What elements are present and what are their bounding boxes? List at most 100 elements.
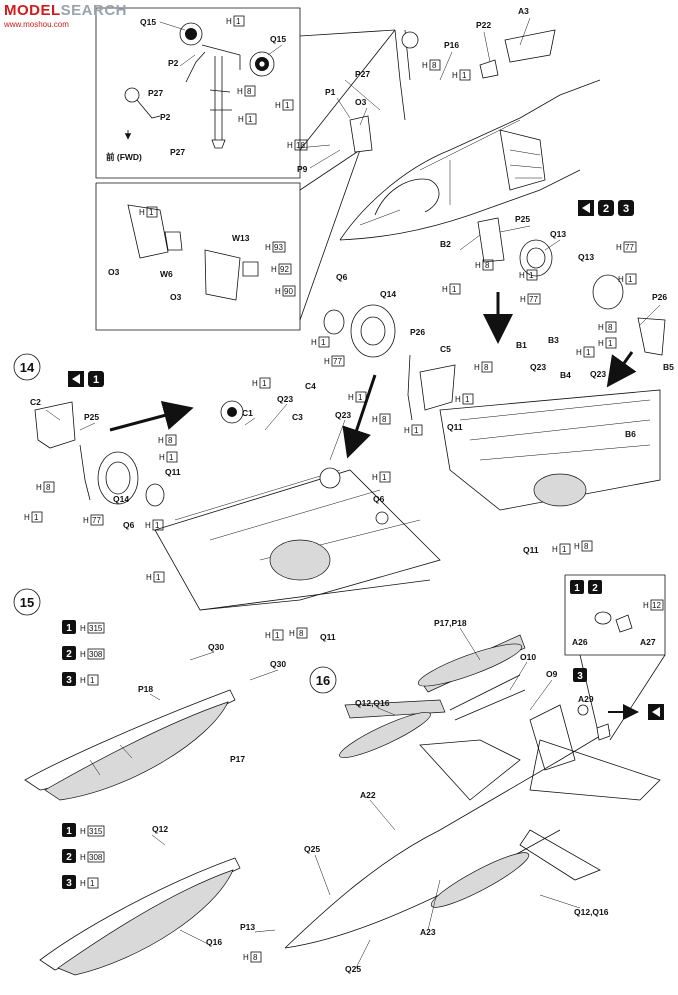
part-B6: B6: [625, 429, 636, 439]
watermark-site-b: SEARCH: [60, 2, 128, 19]
part-A26: A26: [572, 637, 588, 647]
step-number-16: 16: [309, 666, 337, 694]
svg-text:H: H: [243, 953, 249, 962]
svg-text:1: 1: [382, 473, 387, 482]
svg-text:H: H: [519, 271, 525, 280]
svg-text:H: H: [139, 208, 145, 217]
part-P17-P18: P17,P18: [434, 618, 467, 628]
part-O3: O3: [355, 97, 367, 107]
part-C5: C5: [440, 344, 451, 354]
svg-text:1: 1: [262, 379, 267, 388]
svg-text:H: H: [598, 339, 604, 348]
svg-text:8: 8: [168, 436, 173, 445]
part-P18: P18: [138, 684, 153, 694]
svg-text:H: H: [574, 542, 580, 551]
svg-text:H: H: [475, 261, 481, 270]
svg-text:H: H: [80, 879, 86, 888]
svg-text:1: 1: [236, 17, 241, 26]
svg-text:H: H: [455, 395, 461, 404]
svg-text:H: H: [237, 87, 243, 96]
svg-text:77: 77: [625, 243, 634, 252]
svg-text:2: 2: [603, 203, 609, 215]
part-P1: P1: [325, 87, 336, 97]
variant-badges-step14: 1: [68, 371, 104, 387]
part-P26: P26: [410, 327, 425, 337]
svg-text:H: H: [618, 275, 624, 284]
svg-text:90: 90: [284, 287, 293, 296]
svg-text:8: 8: [253, 953, 258, 962]
part-Q13: Q13: [578, 252, 594, 262]
part-Q25: Q25: [304, 844, 320, 854]
step14-right-wing-drawing: [439, 389, 661, 511]
part-C1: C1: [242, 408, 253, 418]
part-Q14: Q14: [113, 494, 129, 504]
part-Q12-Q16: Q12,Q16: [574, 907, 609, 917]
svg-text:8: 8: [46, 483, 51, 492]
svg-text:H: H: [265, 243, 271, 252]
svg-text:1: 1: [529, 271, 534, 280]
svg-text:1: 1: [414, 426, 419, 435]
part-O9: O9: [546, 669, 558, 679]
inset-cockpit-panels: [95, 149, 361, 331]
step14-left-gear-drawing: [34, 401, 165, 507]
step15-tank-upper-drawing: [24, 689, 236, 801]
fuselage-nose-drawing: [339, 29, 601, 241]
assembly-arrows: [109, 292, 639, 720]
svg-text:1: 1: [169, 453, 174, 462]
step14-wing-drawing: [154, 400, 441, 611]
svg-text:1: 1: [574, 583, 580, 594]
svg-text:1: 1: [452, 285, 457, 294]
svg-text:H: H: [24, 513, 30, 522]
svg-text:8: 8: [432, 61, 437, 70]
svg-text:8: 8: [584, 542, 589, 551]
part-C4: C4: [305, 381, 316, 391]
svg-text:H: H: [311, 338, 317, 347]
svg-text:1: 1: [248, 115, 253, 124]
svg-text:1: 1: [358, 393, 363, 402]
part-B5: B5: [663, 362, 674, 372]
part-P9: P9: [297, 164, 308, 174]
part-Q15: Q15: [270, 34, 286, 44]
svg-text:1: 1: [608, 339, 613, 348]
svg-text:14: 14: [20, 360, 35, 375]
part-A27: A27: [640, 637, 656, 647]
svg-text:H: H: [80, 853, 86, 862]
part-Q14: Q14: [380, 289, 396, 299]
svg-text:H: H: [442, 285, 448, 294]
part-Q11: Q11: [165, 467, 181, 477]
inset-front-gear: [95, 7, 396, 179]
part-P22: P22: [476, 20, 491, 30]
inset-a26-a27: [564, 574, 666, 741]
variant-badges-top: 2 3: [578, 200, 634, 216]
svg-text:H: H: [552, 545, 558, 554]
part-P25: P25: [84, 412, 99, 422]
part-Q6: Q6: [373, 494, 385, 504]
part-W6: W6: [160, 269, 173, 279]
svg-text:H: H: [159, 453, 165, 462]
svg-text:3: 3: [623, 203, 629, 215]
svg-text:1: 1: [156, 573, 161, 582]
svg-text:8: 8: [247, 87, 252, 96]
